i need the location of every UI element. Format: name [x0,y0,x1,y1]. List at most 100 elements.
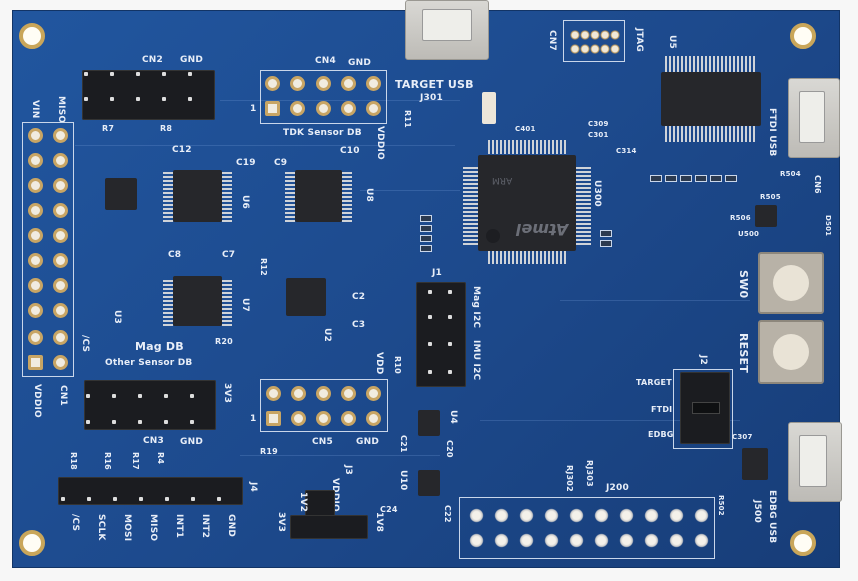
r502-label: R502 [717,495,725,516]
j2-jumper[interactable] [680,372,730,444]
cn2-label: CN2 [142,55,163,65]
j301-label: J301 [420,93,443,103]
trace [560,300,750,301]
reset-button[interactable] [758,320,824,384]
j4-pin-int1: INT1 [174,514,184,539]
j4-pin-header[interactable] [58,477,243,505]
r20-label: R20 [215,337,233,346]
j3-label: J3 [343,465,353,476]
mounting-hole [790,530,816,556]
cn2-pin-header[interactable] [82,70,215,120]
r4-label: R4 [156,452,165,465]
jtag-connector[interactable] [563,20,625,62]
u2-chip [286,278,326,316]
cn4-connector[interactable] [260,70,387,124]
r505-label: R505 [760,193,781,201]
c7-label: C7 [222,250,236,260]
ftdi-usb-connector[interactable] [788,78,840,158]
rj302-label: RJ302 [565,465,574,492]
r11-label: R11 [403,110,412,128]
trace [480,420,740,421]
cn5-gnd-label: GND [356,437,379,447]
cn5-pin1-label: 1 [250,414,257,424]
trace [240,455,440,456]
edbg-usb-connector[interactable] [788,422,842,502]
r17-label: R17 [131,452,140,470]
r18-label: R18 [69,452,78,470]
edbg-power-chip [742,448,768,480]
u8-label: U8 [364,188,374,202]
u500-label: U500 [738,230,760,238]
u10-label: U10 [398,470,408,491]
j4-pin-cs: /CS [70,514,80,532]
j3-3v3-label: 3V3 [276,512,286,533]
u4-chip [418,410,440,436]
r8-label: R8 [160,124,173,133]
vin-label: VIN [30,100,40,119]
arm-marking: ARM [492,175,513,185]
atmel-mcu-chip: Atmel ARM [478,155,576,251]
edbg-usb-label: EDBG USB [767,490,777,544]
u7-label: U7 [240,298,250,312]
r19-label: R19 [260,447,278,456]
u300-label: U300 [592,180,602,207]
u10-chip [418,470,440,496]
j4-pin-miso: MISO [148,514,158,542]
c314-label: C314 [616,147,637,155]
target-usb-connector[interactable] [405,0,489,60]
cn2-gnd-label: GND [180,55,203,65]
cn4-label: CN4 [315,56,336,66]
sw0-label: SW0 [737,270,750,299]
j1-jumper-header[interactable] [416,282,466,387]
trace [360,190,460,191]
j4-pin-sclk: SCLK [96,514,106,541]
u2-label: U2 [322,328,332,342]
j4-pin-mosi: MOSI [122,514,132,542]
cn1-label: CN1 [58,385,68,406]
r7-label: R7 [102,124,115,133]
r504-label: R504 [780,170,801,178]
cn1-connector[interactable] [22,122,74,377]
jtag-label: JTAG [634,28,644,52]
j2-label: J2 [698,355,708,366]
miso-label: MISO [56,96,66,124]
c309-label: C309 [588,120,609,128]
j200-connector[interactable] [459,497,715,559]
c307-label: C307 [732,433,753,441]
mounting-hole [790,23,816,49]
mag-db-label: Mag DB [135,340,184,353]
cn3-gnd-label: GND [180,437,203,447]
r10-label: R10 [393,356,402,374]
reset-label: RESET [737,333,750,373]
mounting-hole [19,23,45,49]
j500-label: J500 [752,500,762,523]
j200-pads [464,503,714,551]
j3-jumper-base[interactable] [290,515,368,539]
r12-label: R12 [259,258,268,276]
u5-label: U5 [667,35,677,49]
j1-label: J1 [432,268,443,278]
c3-label: C3 [352,320,366,330]
r16-label: R16 [103,452,112,470]
u6-label: U6 [240,195,250,209]
cn1-vddio-label: VDDIO [32,384,42,418]
c24-label: C24 [380,505,398,514]
sw0-button[interactable] [758,252,824,314]
cn3-pin-header[interactable] [84,380,216,430]
u6-chip [173,170,222,222]
trace [75,145,455,146]
ftdi-usb-label: FTDI USB [767,108,777,157]
mounting-hole [19,530,45,556]
j4-pin-gnd: GND [226,514,236,537]
j200-label: J200 [606,483,629,493]
j2-ftdi-label: FTDI [651,405,673,414]
c19-label: C19 [236,158,256,168]
j2-outline [673,369,733,449]
cn3-3v3-label: 3V3 [222,383,232,404]
cn6-label: CN6 [813,175,822,194]
cn7-label: CN7 [547,30,557,51]
c2-label: C2 [352,292,366,302]
cn5-connector[interactable] [260,379,388,432]
j2-edbg-label: EDBG [648,430,674,439]
c8-label: C8 [168,250,182,260]
